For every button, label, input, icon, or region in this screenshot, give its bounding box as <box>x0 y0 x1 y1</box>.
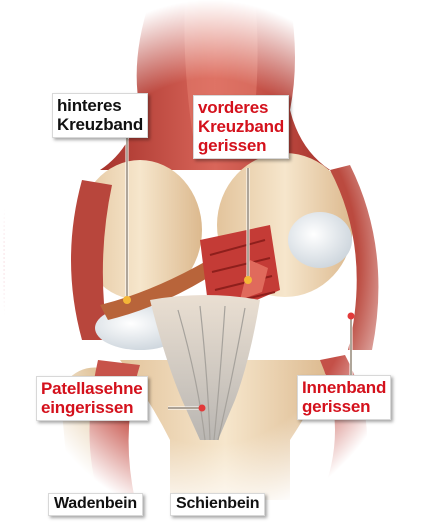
label-posterior-cruciate-line1: hinteres <box>57 96 143 115</box>
label-patellar-tendon-line1: Patellasehne <box>41 379 143 398</box>
label-posterior-cruciate-line2: Kreuzband <box>57 115 143 134</box>
label-medial-ligament: Innenband gerissen <box>297 375 391 420</box>
label-anterior-cruciate-line2: Kreuzband <box>198 117 284 136</box>
label-fibula-text: Wadenbein <box>54 495 137 513</box>
label-medial-ligament-line1: Innenband <box>302 378 386 397</box>
label-patellar-tendon-line2: eingerissen <box>41 398 143 417</box>
label-posterior-cruciate: hinteres Kreuzband <box>52 93 148 138</box>
label-anterior-cruciate-line3: gerissen <box>198 136 284 155</box>
label-patellar-tendon: Patellasehne eingerissen <box>36 376 148 421</box>
label-anterior-cruciate-line1: vorderes <box>198 98 284 117</box>
label-tibia-text: Schienbein <box>176 495 259 513</box>
label-medial-ligament-line2: gerissen <box>302 397 386 416</box>
label-fibula: Wadenbein <box>48 493 143 516</box>
label-tibia: Schienbein <box>170 493 265 516</box>
label-anterior-cruciate: vorderes Kreuzband gerissen <box>193 95 289 159</box>
